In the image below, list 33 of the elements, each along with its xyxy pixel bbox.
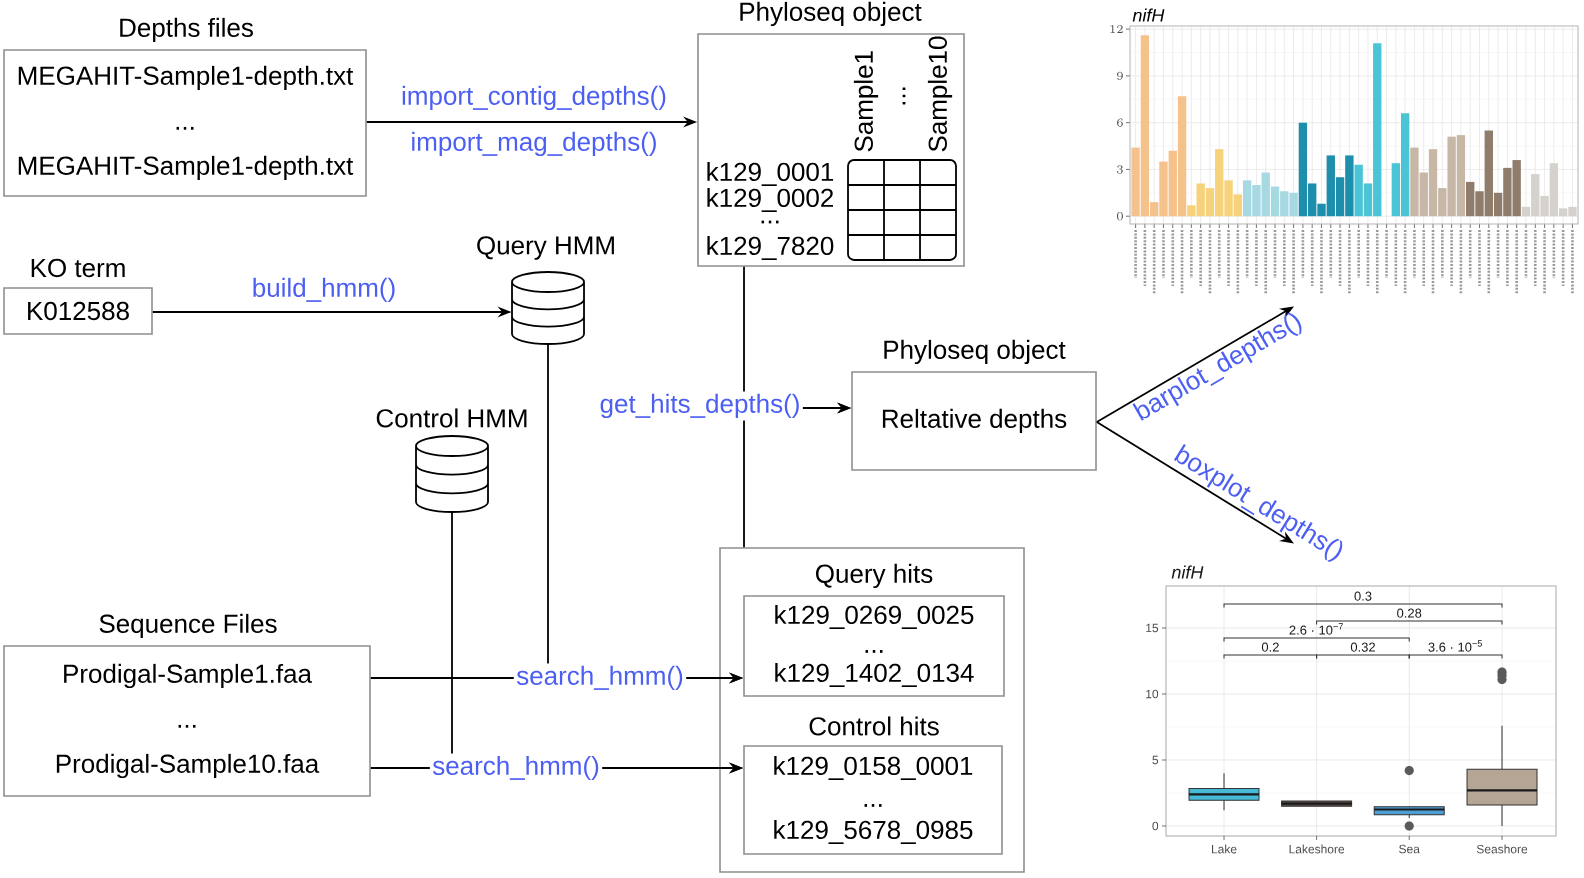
chart-title: nifH [1171,565,1204,579]
box-heading: KO term [31,258,125,278]
box-heading: Depths files [120,17,253,43]
edge-label: search_hmm() [513,663,687,693]
column-label: ... [902,87,906,105]
bar [1177,96,1187,217]
bar [1400,113,1410,217]
term-box: K012588 [3,287,153,335]
file-list-box: Prodigal-Sample1.faa ... Prodigal-Sample10.faa [3,645,371,797]
box-heading: Phyloseq object [884,339,1066,365]
row-label: k129_0001 [707,162,834,186]
box-heading: Query hits [816,563,933,589]
icon-heading: Query HMM [477,236,614,260]
chart-title: nifH [1132,8,1165,22]
column-label: Sample1 [853,51,879,152]
row-label: k129_0002 [707,188,833,212]
edge-label: search_hmm() [429,753,603,783]
icon-heading: Control HMM [376,408,527,428]
object-box: Reltative depths [851,371,1097,471]
column-label: Sample10 [927,36,953,152]
bar [1298,122,1308,217]
edge-label: get_hits_depths() [597,391,803,421]
group-box [719,547,1025,873]
box-heading: Control hits [809,716,939,736]
row-label: ... [761,220,779,224]
box-heading: Phyloseq object [740,1,922,27]
file-list-box: MEGAHIT-Sample1-depth.txt ... MEGAHIT-Sample1-depth.txt [3,49,367,197]
edge-label: import_contig_depths() import_mag_depths() [402,85,666,157]
edge-label: build_hmm() [249,275,399,305]
box-heading: Sequence Files [99,613,277,639]
row-label: k129_7820 [707,236,834,260]
hits-list-box: k129_0158_0001 ... k129_5678_0985 [743,745,1003,855]
hits-list-box: k129_0269_0025 ... k129_1402_0134 [743,595,1005,697]
